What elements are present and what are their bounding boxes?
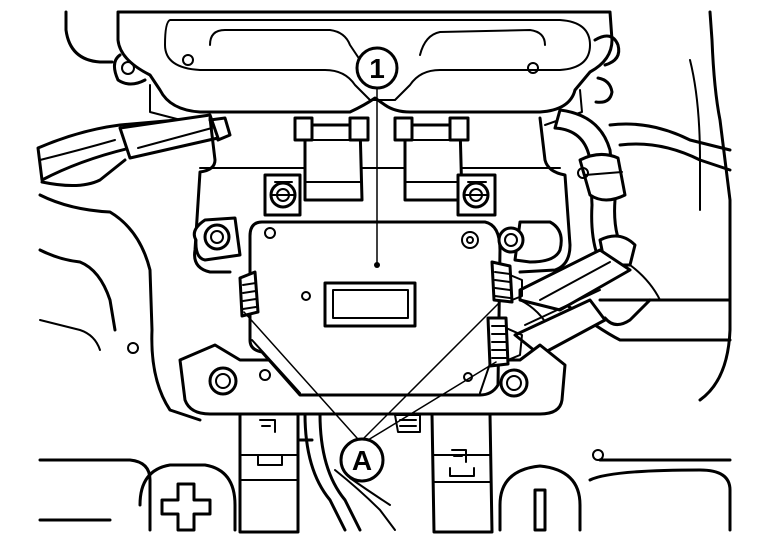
bolt-unit-left xyxy=(203,223,231,251)
small-hole-left xyxy=(259,369,271,381)
callout-part-1: 1 xyxy=(355,46,399,90)
bolt-unit-right xyxy=(497,226,525,254)
small-hole-right xyxy=(592,449,604,461)
small-hole-mid-left xyxy=(127,342,139,354)
connector-right-lower xyxy=(486,316,523,368)
connector-right-upper xyxy=(490,260,523,304)
plus-shaped-grommet xyxy=(138,463,237,532)
slot-grommet xyxy=(498,464,582,532)
connector-left xyxy=(238,270,260,318)
bolt-upper-left xyxy=(263,173,302,217)
right-wire-harness xyxy=(513,108,732,357)
bolt-lower-right xyxy=(499,368,529,398)
control-unit xyxy=(248,220,502,397)
bolt-lower-left xyxy=(208,366,238,396)
leader-lines xyxy=(243,87,501,441)
upper-connector-left xyxy=(293,116,370,202)
left-wire-harness xyxy=(36,113,232,187)
callout-part-1-label: 1 xyxy=(369,53,385,84)
body-panel-outline xyxy=(38,10,732,532)
callout-part-a-label: A xyxy=(352,445,372,476)
lower-connector-right xyxy=(430,412,494,534)
callout-part-a: A xyxy=(339,437,385,483)
bolt-upper-right xyxy=(456,173,497,217)
upper-connector-right xyxy=(393,116,470,202)
lower-connector-left xyxy=(238,412,300,534)
